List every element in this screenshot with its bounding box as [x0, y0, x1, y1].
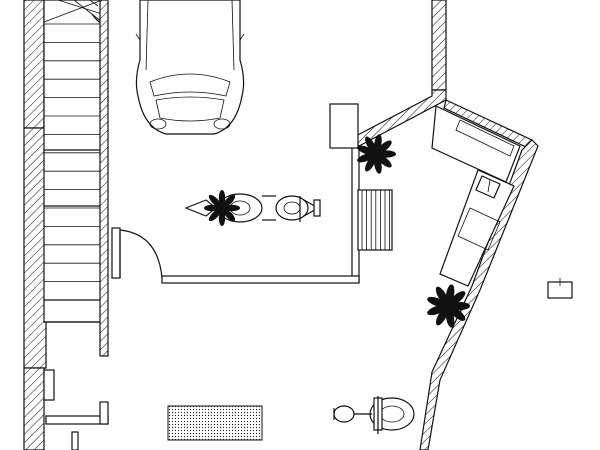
entrance-door: [119, 229, 163, 279]
left-exterior-wall: [23, 0, 55, 450]
leaf: [208, 194, 222, 208]
staircase: [43, 0, 103, 323]
electrical-outlet: [547, 278, 573, 299]
cabinet: [329, 103, 359, 149]
leaf: [222, 194, 236, 208]
leaf: [377, 140, 392, 154]
bottom-partition: [45, 401, 109, 450]
leaf: [374, 155, 382, 174]
sink: [475, 175, 501, 199]
potted-plant-2: [427, 284, 470, 328]
leaf: [365, 155, 376, 172]
leaf: [208, 208, 222, 222]
right-exterior-wall: [351, 0, 539, 450]
leaf: [222, 208, 236, 222]
leaf: [218, 209, 226, 226]
leaf: [435, 286, 448, 305]
leaf: [223, 204, 240, 212]
leaf: [357, 153, 375, 163]
car: [135, 0, 245, 135]
steps: [357, 189, 393, 251]
leaf: [445, 308, 455, 328]
leaf: [449, 291, 466, 306]
leaf: [377, 154, 392, 168]
leaf: [427, 305, 447, 316]
kitchen-counter: [431, 105, 521, 287]
doormat: [167, 405, 263, 441]
leaf: [218, 190, 226, 207]
potted-plant-1: [357, 134, 396, 174]
leaf: [427, 296, 447, 307]
scooter: [333, 396, 415, 434]
leaf: [435, 307, 449, 326]
leaf: [357, 145, 375, 155]
leaf: [449, 306, 466, 321]
leaf: [365, 136, 376, 153]
motorcycle: [184, 190, 321, 226]
stair-inner-wall: [99, 0, 109, 357]
leaf: [204, 204, 221, 212]
